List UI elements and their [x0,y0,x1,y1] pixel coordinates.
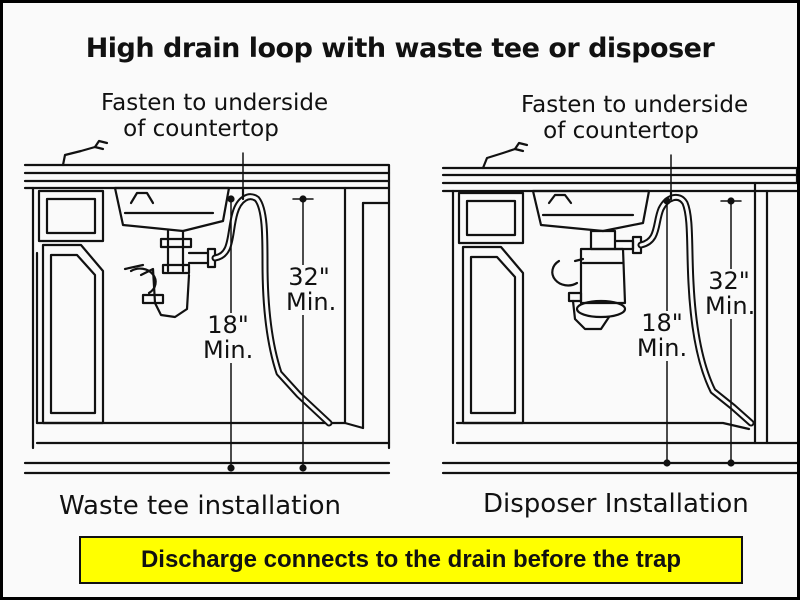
right-32-min-label: 32" Min. [705,267,756,321]
left-18-value: 18" [207,311,249,339]
right-18-unit: Min. [636,334,688,363]
right-32-unit: Min. [705,292,756,321]
left-18-unit: Min. [203,336,254,365]
illustration [3,3,797,597]
right-fasten-line2: of countertop [543,117,699,144]
left-fasten-label: Fasten to underside of countertop [101,90,329,143]
left-18-min-label: 18" Min. [203,311,254,365]
right-18-min-label: 18" Min. [635,309,689,363]
left-cabinet-illustration [25,141,389,473]
left-32-value: 32" [288,263,330,291]
right-caption: Disposer Installation [483,489,749,519]
left-32-unit: Min. [286,288,337,317]
right-cabinet-illustration [443,143,797,473]
left-fasten-line1: Fasten to underside [101,90,329,116]
left-fasten-line2: of countertop [123,115,279,142]
right-18-value: 18" [641,309,683,337]
right-32-value: 32" [708,267,750,295]
right-fasten-line1: Fasten to underside [521,92,749,118]
diagram-frame: High drain loop with waste tee or dispos… [3,3,797,597]
diagram-title: High drain loop with waste tee or dispos… [85,33,715,64]
left-32-min-label: 32" Min. [286,263,337,317]
discharge-note: Discharge connects to the drain before t… [79,536,743,584]
right-fasten-label: Fasten to underside of countertop [521,92,749,145]
left-caption: Waste tee installation [59,491,341,521]
